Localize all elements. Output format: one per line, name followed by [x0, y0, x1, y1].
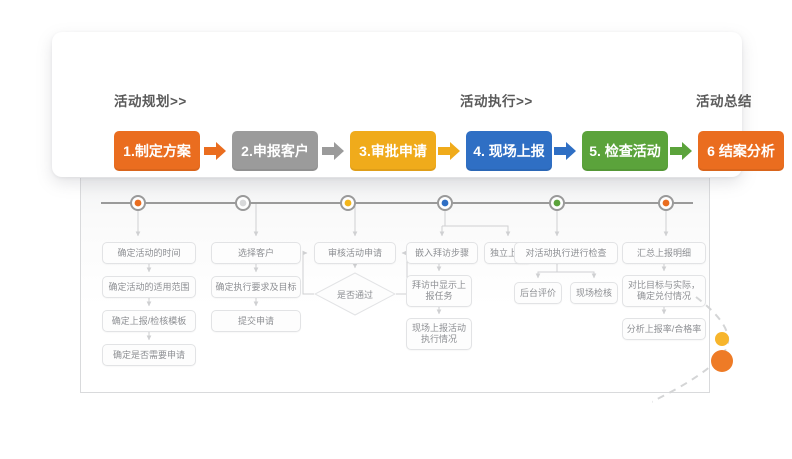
flow-node-confirm-report-template[interactable]: 确定上报/检核模板 — [102, 310, 196, 332]
flowchart-panel: 确定活动的时间确定活动的适用范围确定上报/检核模板确定是否需要申请 选择客户确定执… — [80, 178, 710, 393]
process-step-2[interactable]: 2.申报客户 — [232, 131, 318, 171]
flow-node-confirm-need-apply[interactable]: 确定是否需要申请 — [102, 344, 196, 366]
flow-node-compare-goal-actual[interactable]: 对比目标与实际，确定兑付情况 — [622, 275, 706, 307]
step-arrow-icon-4 — [554, 142, 576, 160]
process-step-1[interactable]: 1.制定方案 — [114, 131, 200, 171]
decor-dot-yellow — [715, 332, 729, 346]
flow-node-analyze-report-rate[interactable]: 分析上报率/合格率 — [622, 318, 706, 340]
decorative-dashed-curve — [652, 296, 733, 403]
flow-node-review-activity-application[interactable]: 审核活动申请 — [314, 242, 396, 264]
process-step-4[interactable]: 4. 现场上报 — [466, 131, 552, 171]
timeline-node-3[interactable] — [340, 195, 356, 211]
stage-label-3: 活动总结 — [696, 94, 752, 109]
decor-dot-orange — [711, 350, 733, 372]
flow-node-select-customer[interactable]: 选择客户 — [211, 242, 301, 264]
timeline-and-connectors — [101, 195, 693, 341]
flow-node-confirm-activity-scope[interactable]: 确定活动的适用范围 — [102, 276, 196, 298]
flow-node-show-report-task-in-visit[interactable]: 拜访中显示上报任务 — [406, 275, 472, 307]
timeline-nodes — [130, 195, 674, 211]
flow-node-summarize-report-detail[interactable]: 汇总上报明细 — [622, 242, 706, 264]
timeline-node-4[interactable] — [437, 195, 453, 211]
stage-label-2: 活动执行>> — [460, 94, 533, 109]
decision-label: 是否通过 — [336, 289, 373, 300]
process-overview-card: 活动规划>> 活动执行>> 活动总结 1.制定方案 2.申报客户 3.审批申请 4. 现场… — [52, 32, 784, 177]
step-arrow-icon-3 — [438, 142, 460, 160]
stage-label-1: 活动规划>> — [114, 94, 187, 109]
flow-node-embed-visit-steps[interactable]: 嵌入拜访步骤 — [406, 242, 478, 264]
flow-node-backend-evaluation[interactable]: 后台评价 — [514, 282, 562, 304]
flow-node-is-approved[interactable]: 是否通过 — [314, 272, 396, 316]
flow-node-check-activity-exec[interactable]: 对活动执行进行检查 — [514, 242, 618, 264]
step-arrow-icon-2 — [322, 142, 344, 160]
step-arrow-icon-5 — [670, 142, 692, 160]
process-step-6[interactable]: 6 结案分析 — [698, 131, 784, 171]
timeline-node-5[interactable] — [549, 195, 565, 211]
timeline-node-6[interactable] — [658, 195, 674, 211]
process-step-5[interactable]: 5. 检查活动 — [582, 131, 668, 171]
flow-node-confirm-exec-goal[interactable]: 确定执行要求及目标 — [211, 276, 301, 298]
connector-lines — [135, 204, 669, 341]
flow-node-onsite-report-exec[interactable]: 现场上报活动执行情况 — [406, 318, 472, 350]
timeline-node-1[interactable] — [130, 195, 146, 211]
flow-node-submit-application[interactable]: 提交申请 — [211, 310, 301, 332]
step-arrow-icon-1 — [204, 142, 226, 160]
flow-node-confirm-activity-time[interactable]: 确定活动的时间 — [102, 242, 196, 264]
process-step-3[interactable]: 3.审批申请 — [350, 131, 436, 171]
timeline-node-2[interactable] — [235, 195, 251, 211]
flow-node-onsite-check[interactable]: 现场检核 — [570, 282, 618, 304]
